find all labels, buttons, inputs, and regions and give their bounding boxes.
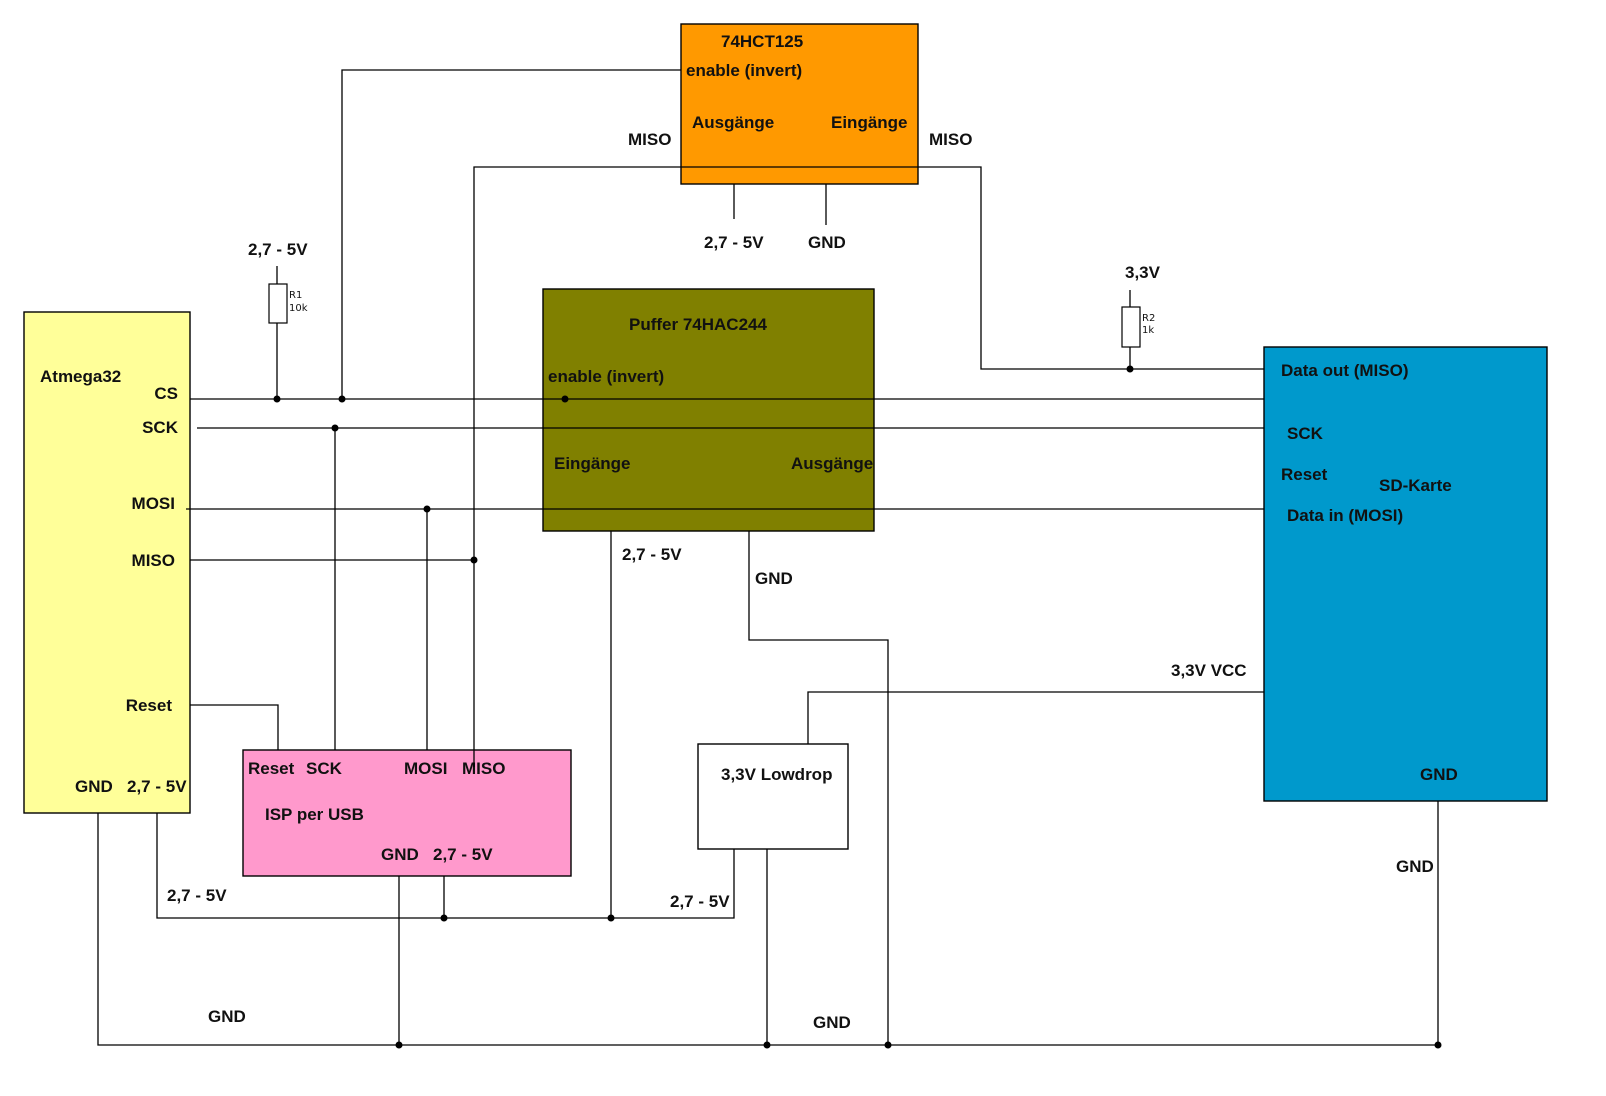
sdcard-title: SD-Karte [1379, 476, 1452, 495]
sdcard-pin-gnd: GND [1420, 765, 1458, 784]
isp-pin-sck: SCK [306, 759, 343, 778]
lowdrop-regulator: 3,3V Lowdrop [697, 743, 849, 850]
r2-value: 1k [1142, 325, 1154, 336]
lowdrop-title: 3,3V Lowdrop [721, 765, 832, 784]
isp-pin-miso: MISO [462, 759, 505, 778]
hac244-title: Puffer 74HAC244 [629, 315, 767, 334]
wire-hac244-gnd [748, 531, 889, 1045]
resistor-r1: R1 10k [268, 283, 308, 324]
lowdrop-body [697, 743, 849, 850]
r1-name: R1 [289, 290, 302, 301]
atmega32-pin-gnd: GND [75, 777, 113, 796]
isp-pin-gnd: GND [381, 845, 419, 864]
wire-reset-isp [190, 704, 279, 750]
atmega32-pin-cs: CS [154, 384, 178, 403]
hac244-inputs-label: Eingänge [554, 454, 631, 473]
hac244-enable-label: enable (invert) [548, 367, 664, 386]
sdcard-pin-reset: Reset [1281, 465, 1328, 484]
hct125-outputs-label: Ausgänge [692, 113, 774, 132]
junction-dot [423, 505, 431, 513]
label-r2-supply: 3,3V [1125, 263, 1161, 282]
junction-dot [1126, 365, 1134, 373]
label-r1-supply: 2,7 - 5V [248, 240, 308, 259]
isp-programmer: Reset SCK MOSI MISO ISP per USB GND 2,7 … [242, 749, 572, 877]
wire-3v3-vcc [807, 691, 1264, 744]
hct125-chip: 74HCT125 enable (invert) Ausgänge Eingän… [680, 23, 919, 185]
r1-value: 10k [289, 303, 308, 314]
label-hac244-vcc: 2,7 - 5V [622, 545, 682, 564]
wire-hct125-enable [341, 69, 681, 399]
junction-dot [1434, 1041, 1442, 1049]
r1-body [268, 283, 288, 324]
sdcard-pin-data-out: Data out (MISO) [1281, 361, 1409, 380]
junction-dot [884, 1041, 892, 1049]
junction-dot [331, 424, 339, 432]
label-hct125-miso-left: MISO [628, 130, 671, 149]
isp-pin-mosi: MOSI [404, 759, 447, 778]
hac244-buffer: Puffer 74HAC244 enable (invert) Eingänge… [542, 288, 875, 532]
atmega32-pin-vcc: 2,7 - 5V [127, 777, 187, 796]
junction-dot [470, 556, 478, 564]
label-hct125-miso-right: MISO [929, 130, 972, 149]
isp-body [242, 749, 572, 877]
hac244-body [542, 288, 875, 532]
hct125-body [680, 23, 919, 185]
wire-miso-hct125-in [918, 166, 1264, 370]
label-vcc-left: 2,7 - 5V [167, 886, 227, 905]
hct125-title: 74HCT125 [721, 32, 803, 51]
atmega32-pin-reset: Reset [126, 696, 173, 715]
r2-body [1121, 306, 1141, 348]
label-gnd-left: GND [208, 1007, 246, 1026]
label-gnd-mid: GND [813, 1013, 851, 1032]
label-hct125-gnd: GND [808, 233, 846, 252]
junction-dot [763, 1041, 771, 1049]
hct125-inputs-label: Eingänge [831, 113, 908, 132]
hct125-enable-label: enable (invert) [686, 61, 802, 80]
label-lowdrop-vin: 2,7 - 5V [670, 892, 730, 911]
junction-dot [607, 914, 615, 922]
wires [97, 69, 1439, 1046]
label-sd-gnd-wire: GND [1396, 857, 1434, 876]
junctions [273, 365, 1442, 1049]
sdcard-pin-data-in: Data in (MOSI) [1287, 506, 1403, 525]
atmega32-pin-sck: SCK [142, 418, 179, 437]
label-hac244-gnd: GND [755, 569, 793, 588]
label-hct125-vcc: 2,7 - 5V [704, 233, 764, 252]
hac244-outputs-label: Ausgänge [791, 454, 873, 473]
atmega32-pin-miso: MISO [132, 551, 175, 570]
r2-name: R2 [1142, 313, 1155, 324]
label-sd-vcc: 3,3V VCC [1171, 661, 1247, 680]
net-labels: MISO MISO 2,7 - 5V GND 2,7 - 5V 3,3V 2,7… [167, 130, 1434, 1032]
atmega32-title: Atmega32 [40, 367, 121, 386]
atmega32-body [23, 311, 191, 814]
atmega32-chip: Atmega32 CS SCK MOSI MISO Reset GND 2,7 … [23, 311, 191, 814]
junction-dot [338, 395, 346, 403]
sdcard-body [1263, 346, 1548, 802]
junction-dot [440, 914, 448, 922]
isp-pin-vcc: 2,7 - 5V [433, 845, 493, 864]
isp-pin-reset: Reset [248, 759, 295, 778]
resistor-r2: R2 1k [1121, 306, 1155, 348]
isp-title: ISP per USB [265, 805, 364, 824]
wire-miso-hct125-out [473, 166, 918, 767]
sdcard: Data out (MISO) SCK Reset SD-Karte Data … [1263, 346, 1548, 802]
atmega32-pin-mosi: MOSI [132, 494, 175, 513]
junction-dot [561, 395, 569, 403]
sdcard-pin-sck: SCK [1287, 424, 1324, 443]
junction-dot [395, 1041, 403, 1049]
junction-dot [273, 395, 281, 403]
